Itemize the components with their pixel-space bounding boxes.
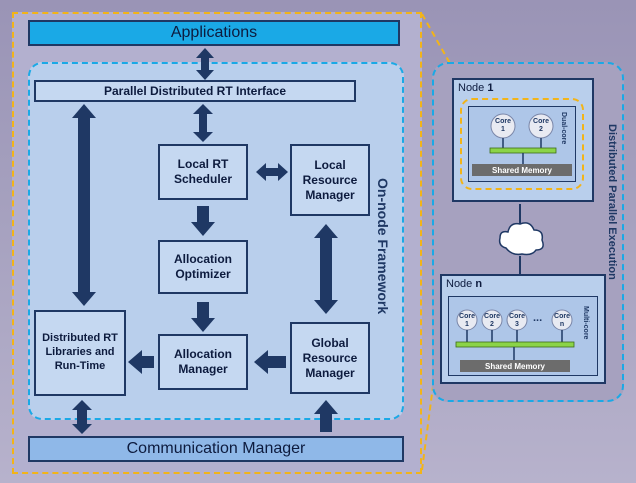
node-n-memory: Shared Memory — [460, 360, 570, 372]
node-n-title: Node n — [446, 278, 482, 290]
rt-interface-label: Parallel Distributed RT Interface — [103, 83, 287, 98]
allocation-optimizer-box: Allocation Optimizer — [158, 240, 248, 294]
rt-interface-bar: Parallel Distributed RT Interface — [34, 80, 356, 102]
communication-manager-bar: Communication Manager — [28, 436, 404, 462]
global-resource-manager-box: Global Resource Manager — [290, 322, 370, 394]
network-cloud-icon — [498, 222, 544, 256]
arrow-scheduler-optimizer — [191, 206, 215, 236]
arrow-libraries-comm — [72, 400, 92, 434]
node-n-id: n — [475, 278, 483, 290]
zoom-line-top — [421, 13, 457, 75]
node-1-id: 1 — [487, 82, 494, 94]
allocation-manager-box: Allocation Manager — [158, 334, 248, 390]
arrow-localrm-globalrm — [314, 224, 338, 314]
node-1-prefix: Node — [458, 82, 488, 94]
node-1-core-1-label: Core 1 — [495, 118, 511, 133]
node-n-core-n-label: Core n — [554, 313, 570, 328]
node-n-prefix: Node — [446, 278, 476, 290]
local-rt-scheduler-label: Local RT Scheduler — [173, 157, 233, 186]
allocation-manager-label: Allocation Manager — [173, 347, 232, 376]
arrow-interface-libraries — [72, 104, 96, 306]
arrow-globalrm-allocmanager — [254, 350, 286, 374]
node-n-core-3-label: Core 3 — [509, 313, 525, 328]
distributed-label: Distributed Parallel Execution — [606, 124, 618, 280]
node-1-memory: Shared Memory — [472, 164, 572, 176]
applications-label: Applications — [170, 24, 258, 41]
arrow-optimizer-allocmanager — [191, 302, 215, 332]
node-1-type-label: Dual-core — [560, 112, 567, 145]
node-n-core-1-label: Core 1 — [459, 313, 475, 328]
communication-manager-label: Communication Manager — [126, 440, 306, 457]
allocation-optimizer-label: Allocation Optimizer — [173, 252, 232, 281]
applications-bar: Applications — [28, 20, 400, 46]
local-resource-manager-label: Local Resource Manager — [302, 157, 358, 202]
node-n-ellipsis: ... — [533, 312, 543, 324]
arrow-applications-interface — [196, 48, 214, 80]
rt-libraries-label: Distributed RT Libraries and Run-Time — [42, 332, 118, 372]
arrow-allocmanager-libraries — [128, 350, 154, 374]
local-resource-manager-box: Local Resource Manager — [290, 144, 370, 216]
arrow-scheduler-localrm — [256, 163, 288, 181]
framework-label: On-node Framework — [375, 178, 391, 315]
node-1-core-2-label: Core 2 — [533, 118, 549, 133]
local-rt-scheduler-box: Local RT Scheduler — [158, 144, 248, 200]
arrow-interface-scheduler — [193, 104, 213, 142]
node-1-chip — [460, 98, 584, 190]
global-resource-manager-label: Global Resource Manager — [302, 335, 358, 380]
node-1-title: Node 1 — [458, 82, 493, 94]
arrow-comm-globalrm — [314, 400, 338, 432]
node-n-type-label: Multi-core — [582, 306, 589, 340]
node-n-core-2-label: Core 2 — [484, 313, 500, 328]
rt-libraries-box: Distributed RT Libraries and Run-Time — [34, 310, 126, 396]
